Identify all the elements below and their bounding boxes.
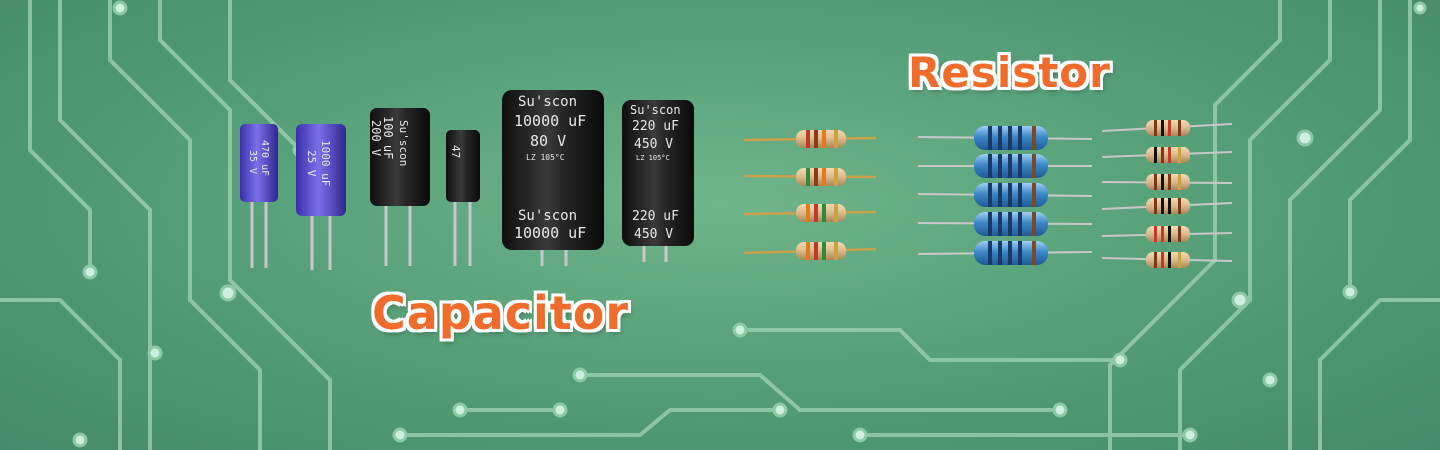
- capacitor-label: 220 uF: [632, 119, 679, 134]
- capacitor-group: 470 uF 35 V 1000 uF 25 V Su'scon 100 uF …: [240, 90, 694, 270]
- capacitor-label: LZ 105°C: [526, 153, 565, 162]
- resistor: [1101, 174, 1233, 190]
- capacitor-label: 450 V: [634, 227, 673, 242]
- resistor: [917, 183, 1093, 207]
- resistor-title: Resistor: [908, 48, 1111, 97]
- resistor: [917, 241, 1093, 265]
- resistor: [1101, 198, 1233, 214]
- resistor: [918, 154, 1092, 178]
- resistor: [1101, 252, 1233, 268]
- resistor: [917, 212, 1093, 236]
- capacitor-label: 10000 uF: [514, 112, 586, 130]
- capacitor-label: 35 V: [247, 150, 258, 174]
- resistor: [1101, 226, 1233, 242]
- resistor: [1101, 147, 1233, 163]
- circuit-pads: [72, 0, 1427, 448]
- capacitor-label: 1000 uF: [319, 140, 332, 186]
- capacitor-label: 10000 uF: [514, 224, 586, 242]
- capacitor-100uf: Su'scon 100 uF 200 V: [369, 108, 430, 266]
- capacitor-label: 25 V: [305, 150, 318, 177]
- capacitor-label: LZ 105°C: [636, 154, 670, 162]
- resistor: [743, 242, 877, 260]
- capacitor-1000uf-25v: 1000 uF 25 V: [296, 124, 346, 270]
- resistor: [1101, 120, 1233, 136]
- capacitor-label: 200 V: [369, 120, 383, 156]
- capacitor-label: 450 V: [634, 137, 673, 152]
- capacitor-label: 80 V: [530, 132, 566, 150]
- capacitor-10000uf: Su'scon 10000 uF 80 V LZ 105°C Su'scon 1…: [502, 90, 604, 266]
- capacitor-brand: Su'scon: [630, 103, 681, 117]
- resistor: [917, 126, 1093, 150]
- capacitor-brand: Su'scon: [518, 208, 577, 224]
- capacitor-brand: Su'scon: [397, 120, 410, 166]
- resistor-group-beige: [743, 130, 877, 260]
- capacitor-470uf: 470 uF 35 V: [240, 124, 278, 268]
- resistor-group-small: [1101, 120, 1233, 268]
- capacitor-title: Capacitor: [372, 286, 630, 340]
- capacitor-label: 100 uF: [381, 116, 395, 159]
- capacitor-label: 470 uF: [259, 140, 270, 176]
- capacitor-label: 47: [449, 145, 462, 158]
- capacitor-brand: Su'scon: [518, 94, 577, 110]
- resistor: [743, 130, 877, 148]
- capacitor-label: 220 uF: [632, 209, 679, 224]
- capacitor-220uf: Su'scon 220 uF 450 V LZ 105°C 220 uF 450…: [622, 100, 694, 262]
- resistor: [743, 204, 877, 222]
- resistor: [743, 168, 877, 186]
- resistor-group-blue: [917, 126, 1093, 265]
- capacitor-47: 47: [446, 130, 480, 266]
